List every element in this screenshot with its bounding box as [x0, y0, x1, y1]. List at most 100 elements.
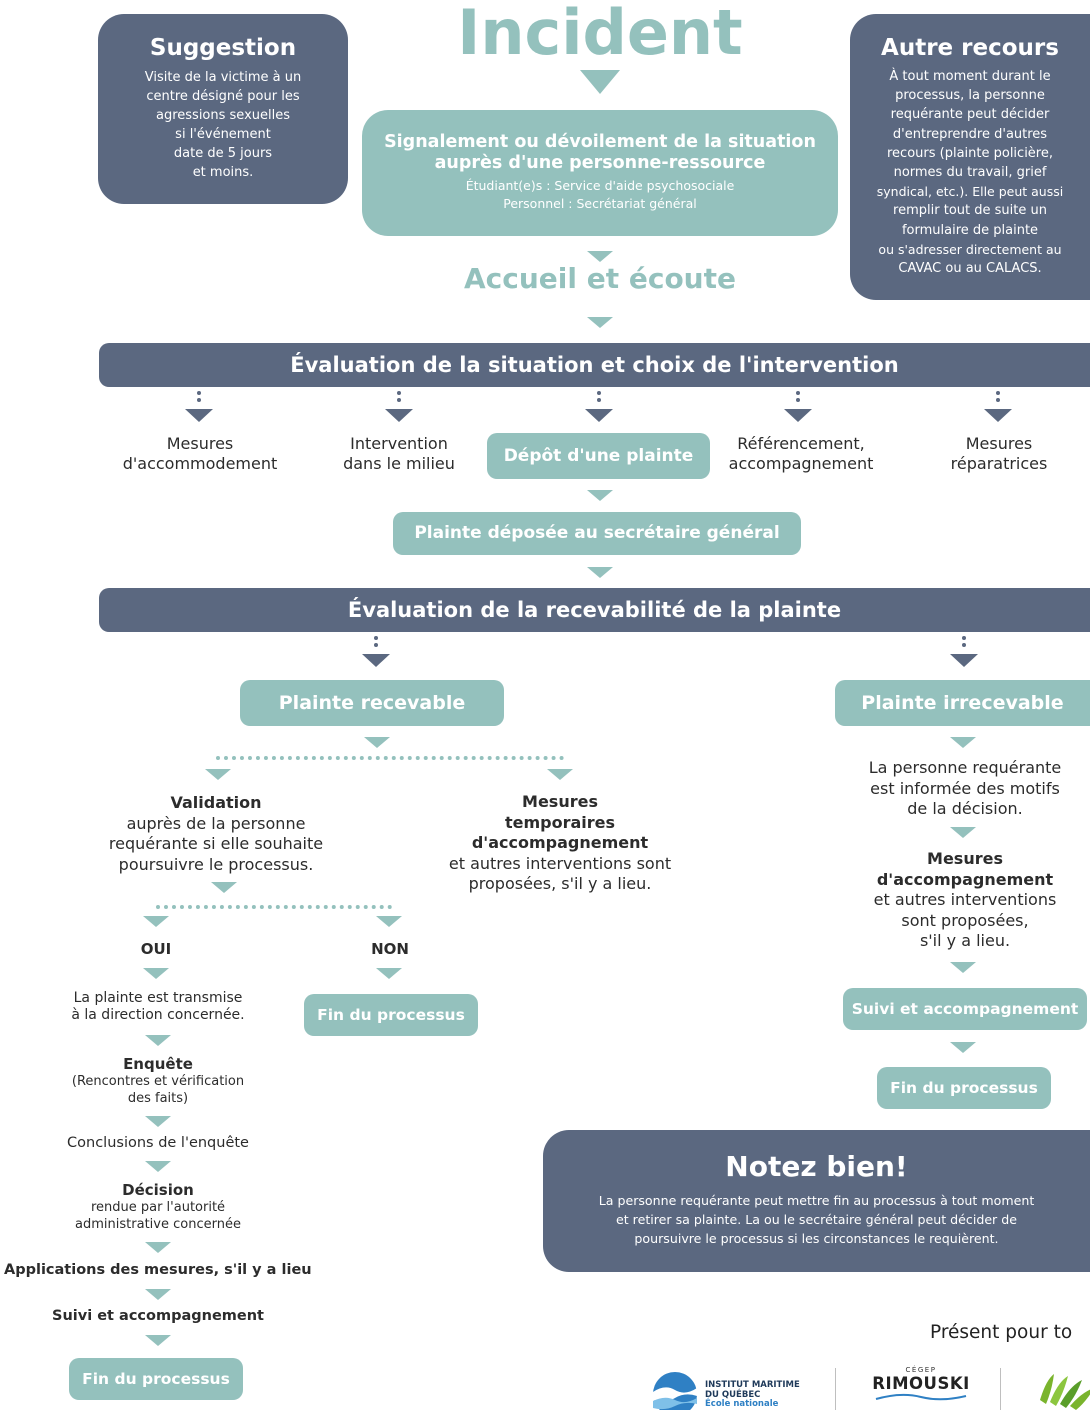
applications-label: Applications des mesures, s'il y a lieu: [4, 1262, 312, 1278]
suggestion-box: Suggestion Visite de la victime à un cen…: [98, 14, 348, 204]
mesures-accompagnement-block: Mesures d'accompagnement et autres inter…: [842, 849, 1088, 952]
arrow-down-icon: [145, 1242, 171, 1253]
rimouski-wave-icon: [875, 1393, 967, 1401]
autre-recours-line: processus, la personne: [895, 88, 1045, 104]
arrow-down-icon: [784, 409, 812, 422]
dotted-connector: [796, 391, 800, 405]
option-referencement: Référencement, accompagnement: [700, 434, 902, 474]
signalement-line2: auprès d'une personne-ressource: [434, 153, 766, 173]
arrow-down-icon: [950, 1042, 976, 1053]
suggestion-line: centre désigné pour les: [146, 89, 300, 104]
arrow-down-icon: [145, 1335, 171, 1346]
arrow-down-icon: [145, 1289, 171, 1300]
plainte-irrecevable-box: Plainte irrecevable: [835, 680, 1090, 726]
arrow-down-icon: [587, 317, 613, 328]
dotted-branch-line: [216, 756, 564, 760]
imq-logo: [650, 1370, 700, 1410]
enquete-block: Enquête (Rencontres et vérification des …: [40, 1056, 276, 1107]
plainte-recevable-box: Plainte recevable: [240, 680, 504, 726]
mesures-temporaires-line: proposées, s'il y a lieu.: [468, 874, 652, 893]
autre-recours-line: remplir tout de suite un: [893, 203, 1047, 219]
depot-plainte-label: Dépôt d'une plainte: [503, 446, 694, 466]
imq-wave-icon: [653, 1372, 697, 1410]
transmise-block: La plainte est transmise à la direction …: [40, 990, 276, 1024]
dotted-connector: [597, 391, 601, 405]
autre-recours-line: normes du travail, grief: [893, 165, 1047, 181]
validation-line: requérante si elle souhaite: [108, 834, 324, 853]
suivi-right-box: Suivi et accompagnement: [843, 988, 1087, 1030]
notez-bien-line: La personne requérante peut mettre fin a…: [598, 1193, 1035, 1208]
leaf-logo: [1036, 1370, 1090, 1410]
arrow-down-icon: [950, 962, 976, 973]
arrow-down-icon: [580, 70, 620, 94]
non-label: NON: [371, 940, 409, 958]
present-tagline: Présent pour to: [930, 1322, 1073, 1343]
suggestion-line: si l'événement: [175, 127, 271, 142]
arrow-down-icon: [950, 827, 976, 838]
rimouski-cegep-label: CÉGEP: [905, 1366, 937, 1374]
suggestion-line: et moins.: [192, 165, 254, 180]
validation-line: poursuivre le processus.: [118, 854, 314, 874]
signalement-line1: Signalement ou dévoilement de la situati…: [384, 132, 816, 152]
transmise-line: La plainte est transmise: [73, 990, 243, 1006]
evaluation-situation-title: Évaluation de la situation et choix de l…: [290, 353, 899, 377]
enquete-title: Enquête: [123, 1055, 193, 1073]
fin-left-label: Fin du processus: [82, 1370, 230, 1388]
oui-label: OUI: [140, 940, 172, 958]
notez-bien-line: poursuivre le processus si les circonsta…: [634, 1231, 999, 1246]
arrow-down-icon: [587, 567, 613, 578]
informee-block: La personne requérante est informée des …: [842, 758, 1088, 820]
depot-plainte-box: Dépôt d'une plainte: [487, 433, 710, 479]
validation-block: Validation auprès de la personne requéra…: [90, 793, 342, 875]
rimouski-logo: CÉGEP RIMOUSKI: [862, 1366, 980, 1401]
signalement-line4: Personnel : Secrétariat général: [503, 196, 697, 211]
mesures-accompagnement-title: Mesures: [927, 849, 1003, 868]
enquete-line: des faits): [127, 1091, 189, 1106]
signalement-box: Signalement ou dévoilement de la situati…: [362, 110, 838, 236]
enquete-line: (Rencontres et vérification: [71, 1074, 245, 1089]
option-label: Mesures: [965, 434, 1033, 453]
imq-logo-text: INSTITUT MARITIME DU QUÉBEC École nation…: [705, 1380, 800, 1410]
arrow-down-icon: [145, 1035, 171, 1046]
autre-recours-line: ou s'adresser directement au: [878, 241, 1062, 257]
informee-line: La personne requérante: [868, 758, 1062, 777]
dotted-connector: [197, 391, 201, 405]
mesures-temporaires-line: et autres interventions sont: [448, 853, 672, 873]
dotted-connector: [996, 391, 1000, 405]
suivi-left-label: Suivi et accompagnement: [52, 1308, 264, 1324]
signalement-line3: Étudiant(e)s : Service d'aide psychosoci…: [465, 178, 735, 193]
arrow-down-icon: [143, 916, 169, 927]
fin-right-box: Fin du processus: [877, 1067, 1051, 1109]
notez-bien-title: Notez bien!: [725, 1150, 908, 1183]
autre-recours-line: syndical, etc.). Elle peut aussi: [876, 184, 1064, 200]
mesures-accompagnement-line: s'il y a lieu.: [919, 931, 1011, 950]
arrow-down-icon: [950, 654, 978, 667]
arrow-down-icon: [205, 769, 231, 780]
option-intervention-milieu: Intervention dans le milieu: [300, 434, 498, 474]
imq-logo-line: DU QUÉBEC: [705, 1389, 761, 1400]
option-label: Intervention: [350, 434, 448, 453]
accueil-title: Accueil et écoute: [464, 262, 736, 295]
plainte-irrecevable-label: Plainte irrecevable: [861, 692, 1064, 714]
transmise-line: à la direction concernée.: [71, 1007, 245, 1023]
option-mesures-accommodement: Mesures d'accommodement: [100, 434, 300, 474]
plainte-deposee-label: Plainte déposée au secrétaire général: [414, 523, 780, 543]
arrow-down-icon: [364, 737, 390, 748]
arrow-down-icon: [587, 251, 613, 262]
arrow-down-icon: [145, 1161, 171, 1172]
imq-logo-line: École nationale: [705, 1399, 779, 1409]
leaf-icon: [1040, 1374, 1090, 1410]
arrow-down-icon: [585, 409, 613, 422]
rimouski-label: RIMOUSKI: [872, 1374, 970, 1393]
logo-divider: [1000, 1368, 1001, 1410]
informee-line: est informée des motifs: [870, 778, 1060, 798]
suggestion-line: date de 5 jours: [173, 146, 273, 161]
dotted-connector: [962, 636, 966, 650]
autre-recours-line: formulaire de plainte: [901, 222, 1039, 238]
arrow-down-icon: [547, 769, 573, 780]
decision-block: Décision rendue par l'autorité administr…: [40, 1182, 276, 1233]
arrow-down-icon: [376, 916, 402, 927]
fin-left-box: Fin du processus: [69, 1358, 243, 1400]
arrow-down-icon: [950, 737, 976, 748]
decision-line: administrative concernée: [75, 1217, 241, 1232]
